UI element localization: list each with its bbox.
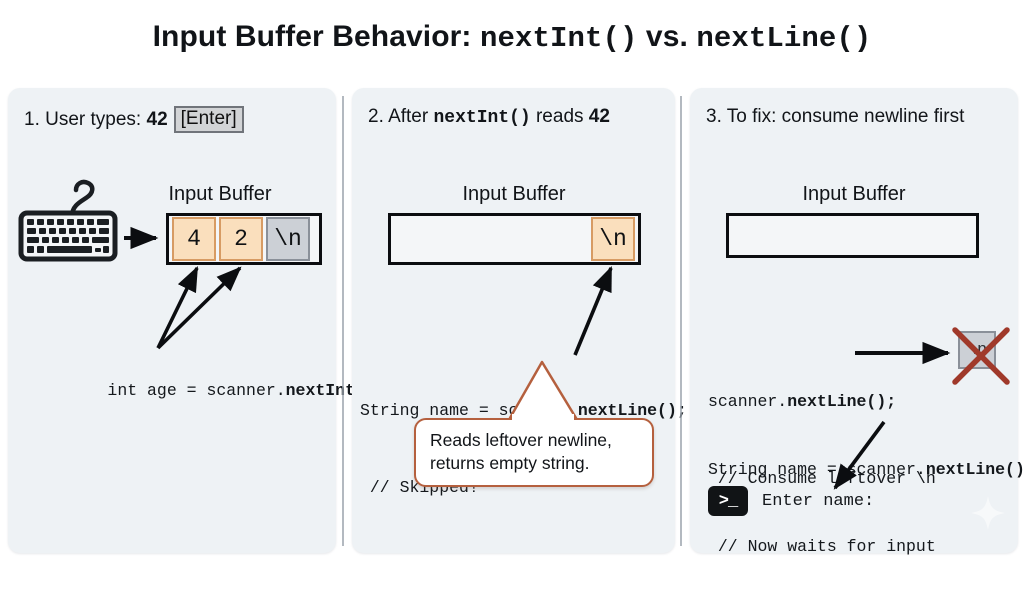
panel-3-code1-plain: scanner. bbox=[708, 392, 788, 412]
page-title: Input Buffer Behavior: nextInt() vs. nex… bbox=[0, 20, 1024, 55]
buffer-cell-newline: \n bbox=[591, 217, 635, 261]
title-mid: vs. bbox=[637, 20, 697, 53]
panel-3-code2-comment: // Now waits for input bbox=[708, 536, 936, 556]
panel-step-2: 2. After nextInt() reads 42 Input Buffer… bbox=[352, 88, 687, 553]
panel-divider-2 bbox=[680, 96, 682, 546]
panel-step-1: 1. User types: 42[Enter] Input Buffer 4 … bbox=[8, 88, 385, 553]
enter-key-badge: [Enter] bbox=[173, 106, 244, 133]
buffer-cell-newline: \n bbox=[266, 217, 310, 261]
terminal-prompt-text: Enter name: bbox=[762, 492, 875, 511]
panel-step-3: 3. To fix: consume newline first Input B… bbox=[690, 88, 1024, 556]
title-part1: Input Buffer Behavior: bbox=[152, 20, 480, 53]
callout-bubble: Reads leftover newline, returns empty st… bbox=[414, 418, 654, 487]
panel-2-heading: 2. After nextInt() reads 42 bbox=[368, 106, 610, 128]
panel-2-code-bold: nextLine(); bbox=[577, 401, 687, 421]
panel-3-code1-bold: nextLine(); bbox=[787, 392, 897, 412]
panel-3-input-buffer bbox=[726, 213, 979, 258]
buffer-cell-4: 4 bbox=[172, 217, 216, 261]
panel-2-heading-method: nextInt() bbox=[433, 108, 531, 128]
panel-1-heading: 1. User types: 42[Enter] bbox=[24, 106, 244, 133]
panel-3-buffer-label: Input Buffer bbox=[802, 183, 906, 205]
panel-2-input-buffer: \n bbox=[388, 213, 641, 265]
panel-1-code: int age = scanner.nextInt(); bbox=[48, 352, 384, 429]
title-method-nextint: nextInt() bbox=[479, 22, 638, 55]
panel-3-heading: 3. To fix: consume newline first bbox=[706, 106, 965, 127]
panel-1-code-plain: int age = scanner. bbox=[107, 380, 286, 400]
panel-3-code-fix: scanner.nextLine(); // Consume leftover … bbox=[708, 338, 936, 543]
diagram-canvas: Input Buffer Behavior: nextInt() vs. nex… bbox=[0, 20, 1024, 556]
panel-2-heading-suffix: reads bbox=[530, 106, 589, 127]
panel-2-heading-value: 42 bbox=[588, 106, 610, 127]
buffer-cell-2: 2 bbox=[219, 217, 263, 261]
panel-2-heading-prefix: 2. After bbox=[368, 106, 434, 127]
panel-divider-1 bbox=[342, 96, 344, 546]
discarded-newline-box: \n bbox=[958, 331, 996, 369]
terminal-icon: >_ bbox=[708, 486, 748, 516]
title-method-nextline: nextLine() bbox=[696, 22, 872, 55]
panel-2-buffer-label: Input Buffer bbox=[462, 183, 566, 205]
panel-3-code2-bold: nextLine(); bbox=[925, 460, 1024, 480]
panel-1-buffer-label: Input Buffer bbox=[168, 183, 272, 205]
panel-1-input-buffer: 4 2 \n bbox=[166, 213, 322, 265]
panel-1-heading-prefix: 1. User types: bbox=[24, 109, 147, 130]
panel-3-code2-plain: String name = scanner. bbox=[708, 460, 926, 480]
panel-1-heading-value: 42 bbox=[146, 109, 168, 130]
